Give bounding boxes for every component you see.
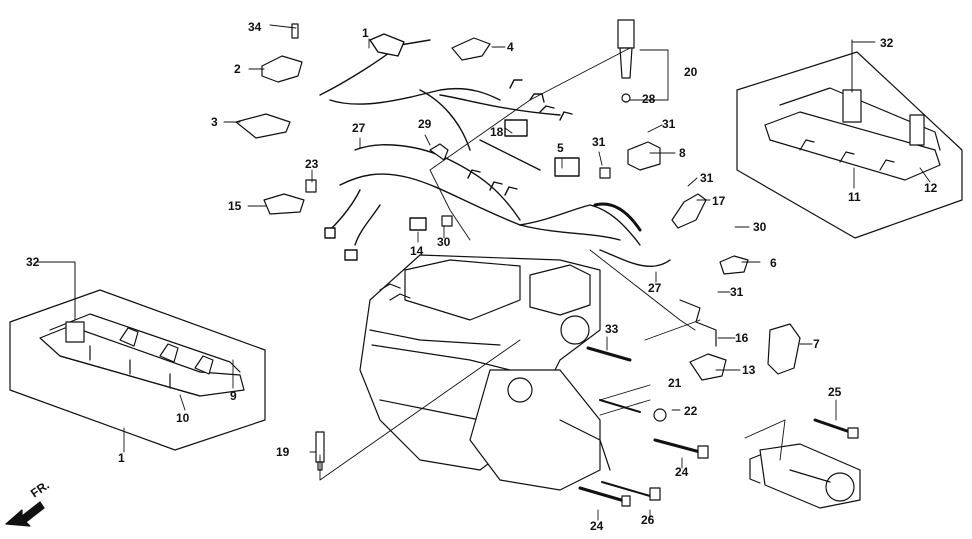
- callout-32-right: 32: [880, 36, 894, 50]
- callout-30-left: 30: [437, 235, 451, 249]
- callout-31-middle: 31: [700, 171, 714, 185]
- left-fuel-rail-group: [9, 261, 266, 451]
- callout-4: 4: [507, 40, 514, 54]
- callout-7: 7: [813, 337, 820, 351]
- callout-11: 11: [848, 190, 861, 204]
- callout-31-lower: 31: [730, 285, 744, 299]
- callout-34: 34: [248, 20, 262, 34]
- callout-27-upper: 27: [352, 121, 366, 135]
- clips-and-brackets: [235, 23, 611, 227]
- callout-15: 15: [228, 199, 242, 213]
- callout-25: 25: [828, 385, 842, 399]
- callout-28: 28: [642, 92, 656, 106]
- callout-18: 18: [490, 125, 504, 139]
- callout-29: 29: [418, 117, 432, 131]
- callout-26: 26: [641, 513, 655, 527]
- right-fuel-rail-group: [736, 39, 963, 239]
- callout-14: 14: [410, 244, 424, 258]
- leader-lines: [35, 24, 931, 521]
- callout-10: 10: [176, 411, 190, 425]
- callout-8: 8: [679, 146, 686, 160]
- callout-12: 12: [924, 181, 938, 195]
- right-small-parts: [627, 141, 801, 381]
- callout-17: 17: [712, 194, 726, 208]
- bolts: [578, 346, 859, 507]
- callout-6: 6: [770, 256, 777, 270]
- callout-1-harness: 1: [362, 26, 369, 40]
- callout-31-upper-left: 31: [592, 135, 606, 149]
- callout-3: 3: [211, 115, 218, 129]
- front-arrow-icon: [5, 501, 45, 527]
- callout-30-right: 30: [753, 220, 767, 234]
- callout-22: 22: [684, 404, 698, 418]
- callout-33: 33: [605, 322, 619, 336]
- engine-wire-harness: [319, 33, 671, 268]
- callout-19: 19: [276, 445, 290, 459]
- sensor-assembly: [617, 19, 635, 103]
- callout-24-bottom: 24: [590, 519, 604, 533]
- engine-block: [359, 254, 611, 491]
- callout-24-right: 24: [675, 465, 689, 479]
- callout-1-rail: 1: [118, 451, 125, 465]
- starter-motor: [749, 443, 861, 509]
- callout-32-left: 32: [26, 255, 40, 269]
- callout-9: 9: [230, 389, 237, 403]
- callout-31-upper-right: 31: [662, 117, 676, 131]
- callout-5: 5: [557, 141, 564, 155]
- callout-16: 16: [735, 331, 749, 345]
- callout-13: 13: [742, 363, 756, 377]
- callout-27-lower: 27: [648, 281, 662, 295]
- callout-2: 2: [234, 62, 241, 76]
- callout-21: 21: [668, 376, 682, 390]
- callout-20: 20: [684, 65, 698, 79]
- callout-23: 23: [305, 157, 319, 171]
